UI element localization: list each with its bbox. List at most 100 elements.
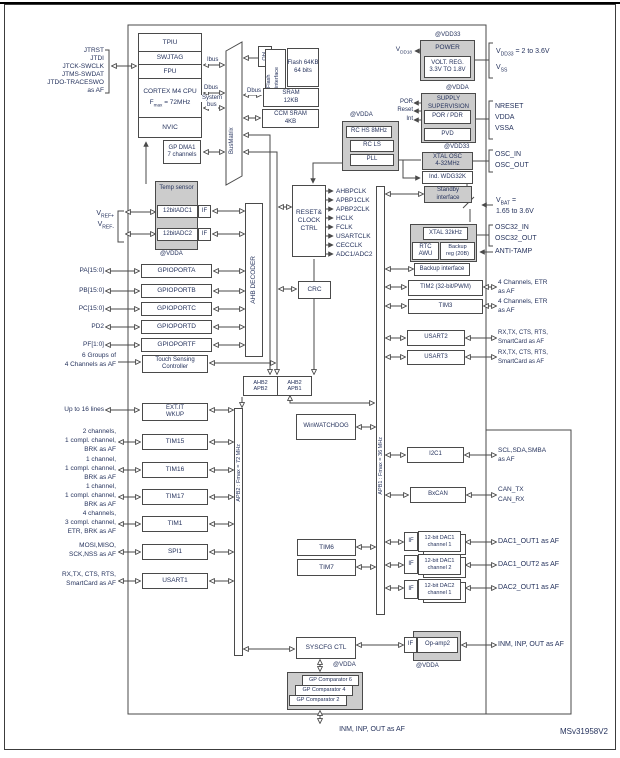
pin-pf: PF[1:0] xyxy=(83,341,104,348)
touch-label-2: 4 Channels as AF xyxy=(64,361,116,368)
tim15-box: TIM15 xyxy=(142,434,208,450)
dac2-ch1-if: IF xyxy=(404,580,418,599)
pin-vdd33: VDD33 = 2 to 3.6V xyxy=(496,48,550,58)
cortex-core: CORTEX M4 CPU Fmax = 72MHz xyxy=(139,79,201,118)
tim2-pins-1: 4 Channels, ETR xyxy=(498,279,548,286)
swjtag: SWJTAG xyxy=(139,52,201,65)
xtal32-box: XTAL 32kHz xyxy=(423,227,468,240)
tim1-pins: 4 channels,3 compl. channel,ETR, BRK as … xyxy=(65,510,116,535)
systembus-label-1: System xyxy=(201,95,224,103)
ahb-decoder-box: AHB DECODER xyxy=(245,203,263,357)
top-rule xyxy=(0,2,620,4)
rc-hs-box: RC HS 8MHz xyxy=(346,126,392,138)
tim7-box: TIM7 xyxy=(297,559,356,576)
tim16-box: TIM16 xyxy=(142,462,208,478)
exti-label: Up to 16 lines xyxy=(64,406,104,413)
figure-border xyxy=(4,4,616,750)
adc1-if-box: IF xyxy=(198,205,211,218)
tim2-box: TIM2 (32-bit/PWM) xyxy=(408,280,483,296)
frame-lines xyxy=(105,24,572,715)
tim3-pins-1: 4 Channels, ETR xyxy=(498,298,548,305)
pvd-box: PVD xyxy=(424,128,471,141)
i2c1-box: I2C1 xyxy=(407,447,464,463)
gpio-port-a-box: GPIOPORTA xyxy=(141,264,212,278)
spi1-box: SPI1 xyxy=(142,544,208,560)
usart2-pins-1: RX,TX, CTS, RTS, xyxy=(498,330,548,336)
pin-osc32-out: OSC32_OUT xyxy=(495,235,537,242)
pin-pa: PA[15:0] xyxy=(79,267,104,274)
opamp-if-box: IF xyxy=(404,637,417,653)
por-pdr-box: POR / PDR xyxy=(424,110,471,124)
fpu: FPU xyxy=(139,65,201,79)
apb1-bus: APB1 : Fmax = 36 MHz xyxy=(376,186,385,615)
gpio-port-c-box: GPIOPORTC xyxy=(141,302,212,316)
opamp-pins: INM, INP, OUT as AF xyxy=(498,641,564,648)
tim17-pins: 1 channel,1 compl. channel,BRK as AF xyxy=(65,483,116,508)
dac1-ch1-if: IF xyxy=(404,532,418,551)
pin-vbat: VBAT = xyxy=(496,197,517,207)
apb2-bus: APB2 : Fmax = 72 MHz xyxy=(234,408,243,656)
i2c1-pins-1: SCL,SDA,SMBA xyxy=(498,447,547,454)
nvic: NVIC xyxy=(162,123,178,131)
volt-reg-box: VOLT. REG.3.3V TO 1.8V xyxy=(424,56,471,78)
usart2-box: USART2 xyxy=(407,330,465,346)
flash-if-label-1: Flash xyxy=(266,74,272,88)
opamp-box: Op-amp2 xyxy=(417,637,458,653)
pin-osc-in: OSC_IN xyxy=(495,151,522,158)
syscfg-vdda-label: @VDDA xyxy=(333,662,356,668)
vref-plus-label: VREF+ xyxy=(96,210,114,220)
pin-vdda: VDDA xyxy=(495,114,515,121)
usart1-pins: RX,TX, CTS, RTS,SmartCard as AF xyxy=(61,571,116,587)
usart3-box: USART3 xyxy=(407,350,465,365)
flash-if-label-2: interface xyxy=(274,66,280,88)
pin-pd: PD2 xyxy=(91,323,104,330)
systembus-label-2: bus xyxy=(206,102,218,110)
spi1-pins: MOSI,MISO,SCK,NSS as AF xyxy=(69,542,116,558)
usart1-box: USART1 xyxy=(142,573,208,589)
cpu-block: TPIU SWJTAG FPU CORTEX M4 CPU Fmax = 72M… xyxy=(138,33,202,138)
vref-minus-label: VREF- xyxy=(97,221,114,231)
double-arrows xyxy=(106,58,496,723)
backup-interface-box: Backup interface xyxy=(414,263,470,276)
tim3-box: TIM3 xyxy=(408,299,483,314)
wwdg-box: WinWATCHDOG xyxy=(296,414,356,440)
adc2-if-box: IF xyxy=(198,228,211,241)
busmatrix-label: BusMatrix xyxy=(229,127,235,154)
reset-label: Reset xyxy=(397,107,413,113)
adc1-box: 12bitADC1 xyxy=(157,205,198,218)
syscfg-box: SYSCFG CTL xyxy=(296,637,356,659)
pin-osc32-in: OSC32_IN xyxy=(495,224,529,231)
dac2-out1-pin: DAC2_OUT1 as AF xyxy=(498,584,560,591)
int-label: Int xyxy=(406,116,413,122)
can-tx-pin: CAN_TX xyxy=(498,486,524,493)
tpiu: TPIU xyxy=(139,34,201,52)
pin-osc-out: OSC_OUT xyxy=(495,162,529,169)
pin-vssa: VSSA xyxy=(495,125,514,132)
pll-box: PLL xyxy=(350,154,394,166)
osc-vdd33-label: @VDD33 xyxy=(444,144,470,150)
usart3-pins-2: SmartCard as AF xyxy=(498,359,545,365)
dac1-ch2-if: IF xyxy=(404,555,418,574)
gpio-port-b-box: GPIOPORTB xyxy=(141,284,212,298)
tim2-pins-2: as AF xyxy=(498,288,515,295)
tim15-pins: 2 channels,1 compl. channel,BRK as AF xyxy=(65,428,116,453)
pin-nreset: NRESET xyxy=(495,103,524,110)
bxcan-box: BxCAN xyxy=(410,487,466,503)
